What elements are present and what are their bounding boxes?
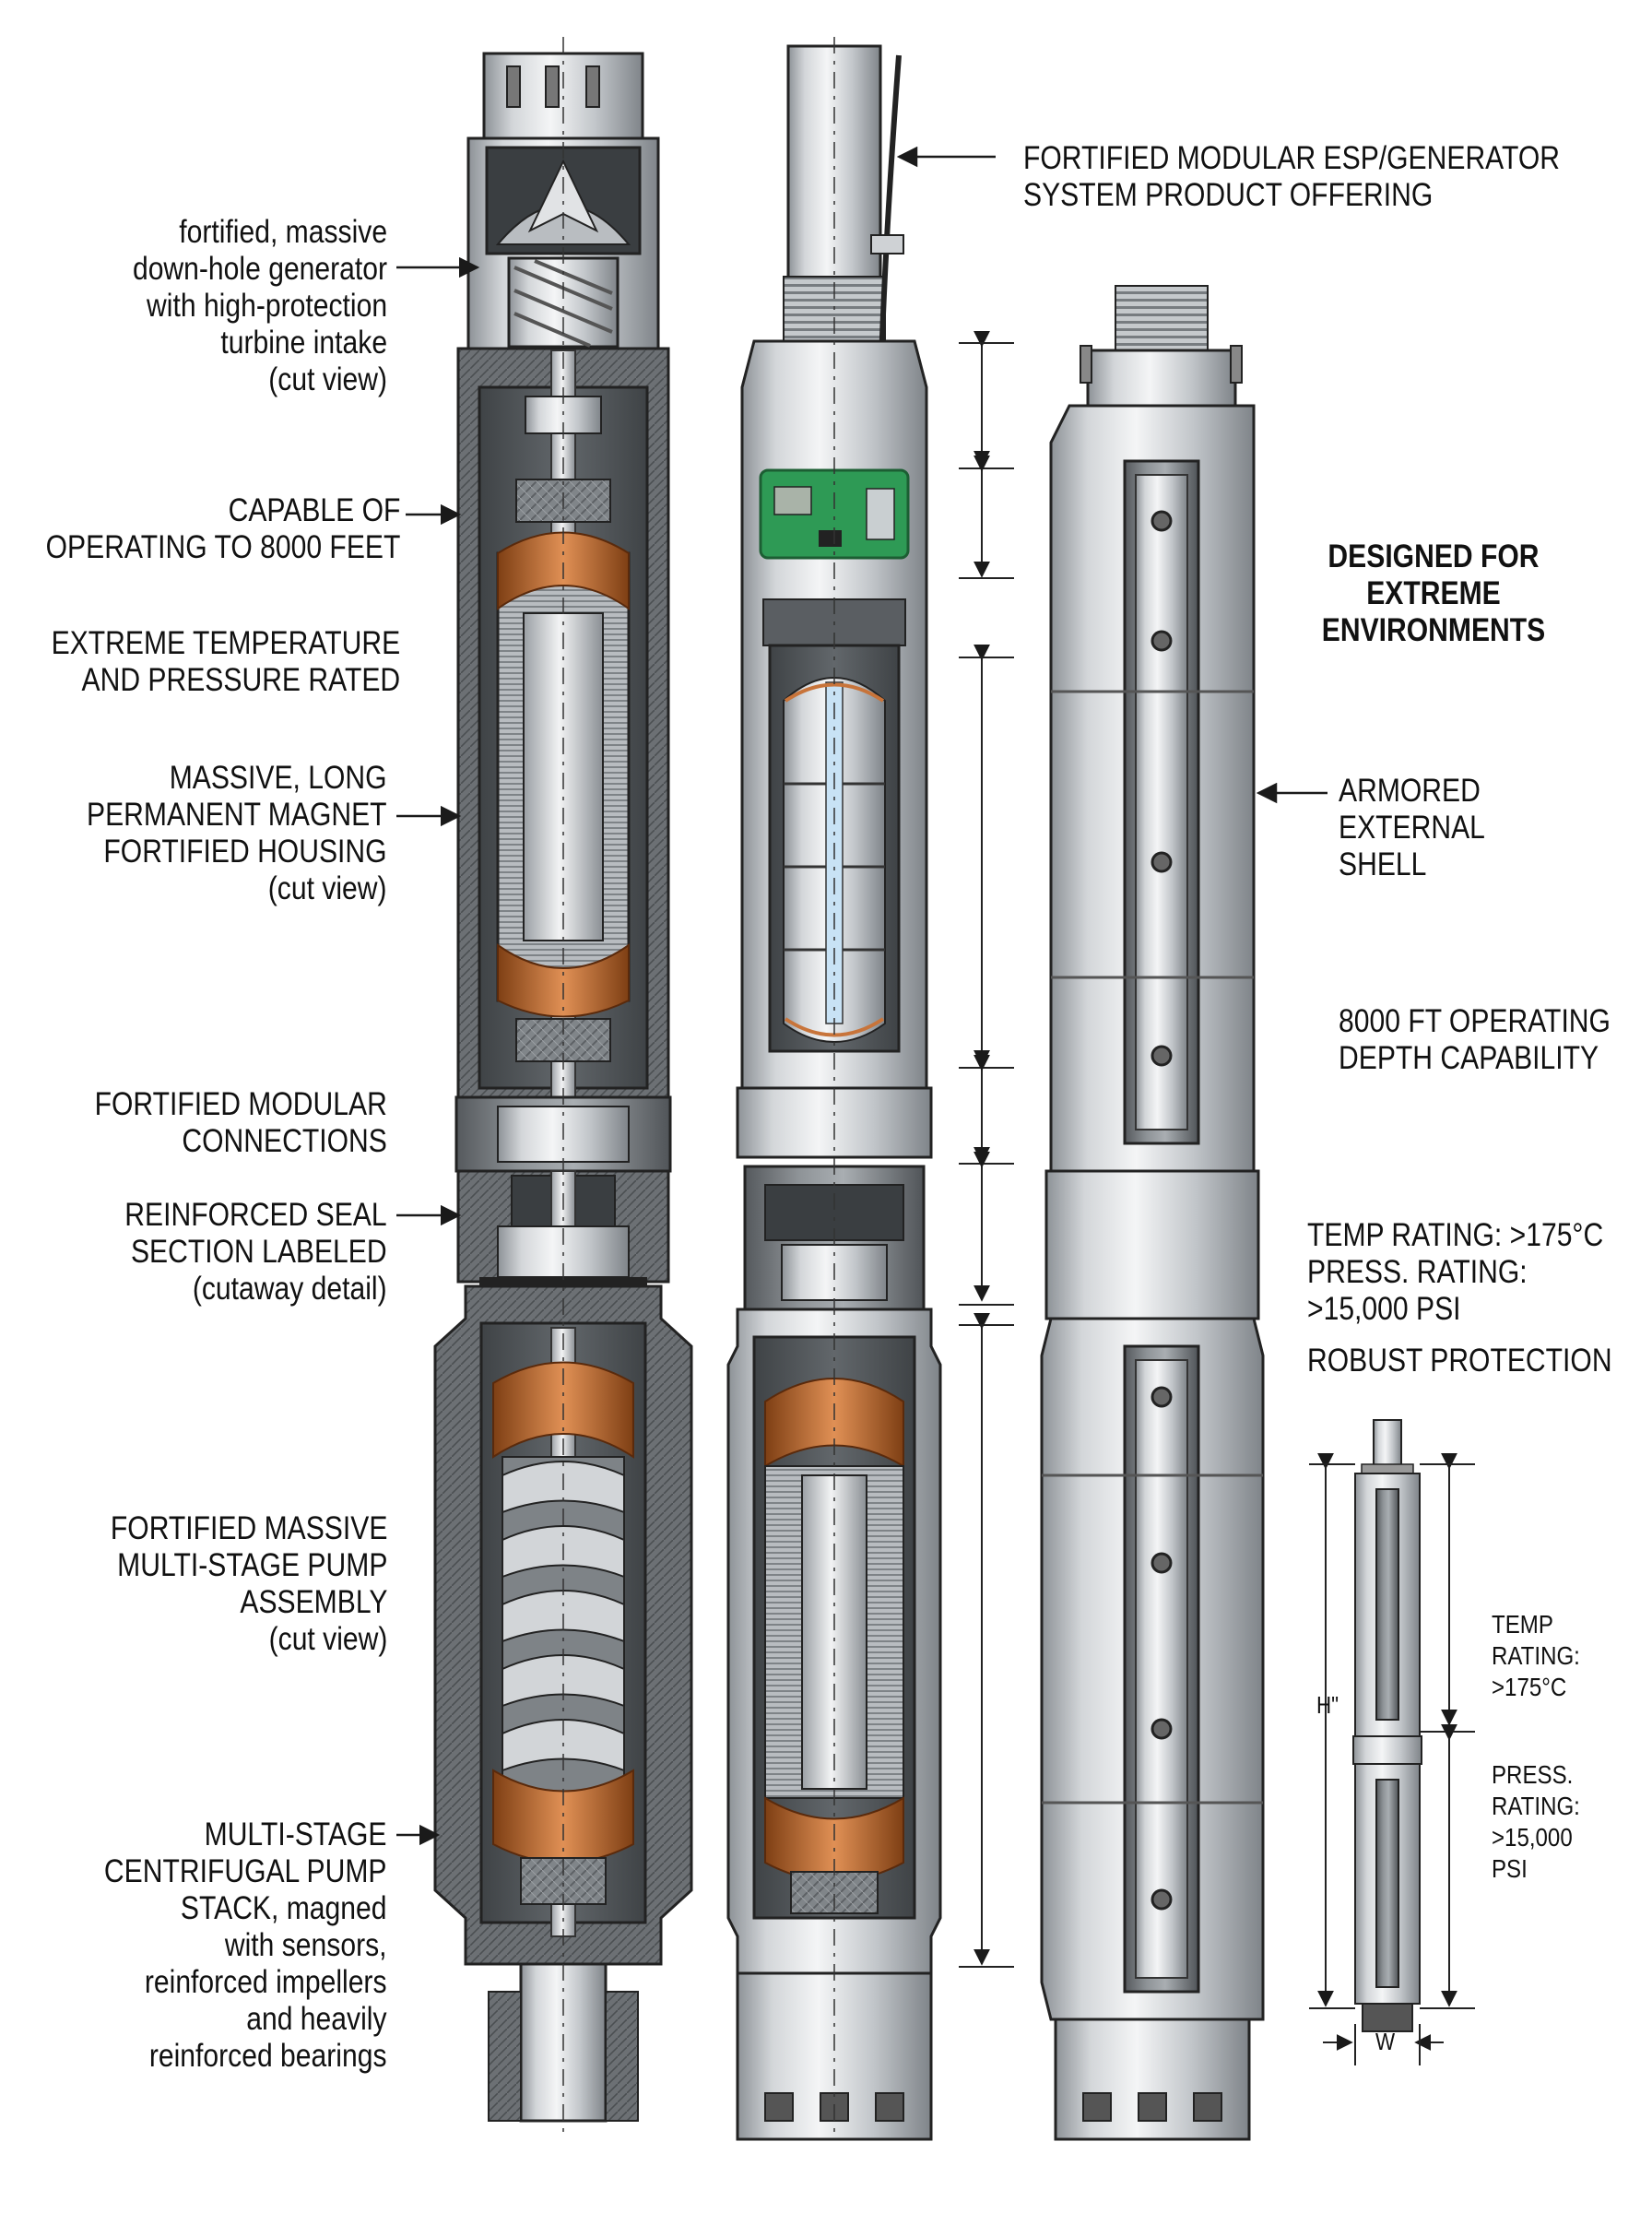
magnet-line-1: MASSIVE, LONG xyxy=(170,760,387,796)
pump-assembly-line-3: ASSEMBLY xyxy=(239,1584,387,1620)
small-inset-drawing xyxy=(1352,1419,1422,2032)
armored-line-3: SHELL xyxy=(1339,846,1427,882)
label-product-offering: FORTIFIED MODULAR ESP/GENERATOR SYSTEM P… xyxy=(1023,140,1560,214)
label-small-temp: TEMP RATING: >175°C xyxy=(1492,1609,1580,1703)
seal-line-1: REINFORCED SEAL xyxy=(124,1197,387,1233)
label-ratings: TEMP RATING: >175°C PRESS. RATING: >15,0… xyxy=(1307,1217,1603,1328)
depth-line-2: DEPTH CAPABILITY xyxy=(1339,1040,1599,1076)
label-depth: 8000 FT OPERATING DEPTH CAPABILITY xyxy=(1339,1003,1611,1077)
magnet-line-4: (cut view) xyxy=(268,870,387,906)
label-extreme-temp: EXTREME TEMPERATURE AND PRESSURE RATED xyxy=(51,625,400,699)
capable-line-2: OPERATING TO 8000 FEET xyxy=(45,529,400,565)
product-line-1: FORTIFIED MODULAR ESP/GENERATOR xyxy=(1023,140,1561,176)
small-temp-line-1: TEMP xyxy=(1492,1610,1553,1639)
small-temp-line-3: >175°C xyxy=(1492,1673,1567,1701)
seal-line-2: SECTION LABELED xyxy=(131,1234,387,1270)
pump-stack-line-5: reinforced impellers xyxy=(145,1964,387,2000)
right-armored-column xyxy=(1040,285,1265,2141)
product-line-2: SYSTEM PRODUCT OFFERING xyxy=(1023,177,1434,213)
pump-stack-line-3: STACK, magned xyxy=(181,1890,387,1926)
ratings-line-2: PRESS. RATING: xyxy=(1307,1254,1528,1290)
armored-line-1: ARMORED xyxy=(1339,773,1481,809)
dim-w-text: W xyxy=(1375,2028,1396,2055)
magnet-line-2: PERMANENT MAGNET xyxy=(87,797,387,833)
middle-rotor xyxy=(801,1474,867,1790)
pump-assembly-line-1: FORTIFIED MASSIVE xyxy=(110,1510,387,1546)
capable-line-1: CAPABLE OF xyxy=(228,492,400,528)
mid-collar xyxy=(1044,1169,1260,1320)
generator-line-1: fortified, massive xyxy=(179,214,387,250)
extreme-temp-line-1: EXTREME TEMPERATURE xyxy=(51,625,400,661)
depth-line-1: 8000 FT OPERATING xyxy=(1339,1003,1611,1039)
ratings-line-3: >15,000 PSI xyxy=(1307,1291,1461,1327)
top-thread xyxy=(1115,285,1209,361)
label-robust: ROBUST PROTECTION xyxy=(1307,1343,1612,1379)
label-capable: CAPABLE OF OPERATING TO 8000 FEET xyxy=(45,492,400,566)
designed-line-1: DESIGNED FOR xyxy=(1328,538,1540,574)
left-cutaway-column xyxy=(433,37,693,2139)
generator-line-3: with high-protection xyxy=(146,288,387,324)
magnet-line-3: FORTIFIED HOUSING xyxy=(103,834,387,870)
label-small-press: PRESS. RATING: >15,000 PSI xyxy=(1492,1759,1580,1885)
designed-line-3: ENVIRONMENTS xyxy=(1321,612,1546,648)
robust-line: ROBUST PROTECTION xyxy=(1307,1343,1612,1379)
ratings-line-1: TEMP RATING: >175°C xyxy=(1307,1217,1604,1253)
label-seal: REINFORCED SEAL SECTION LABELED (cutaway… xyxy=(125,1197,387,1308)
inset-dimension-lines xyxy=(1309,1452,1475,2065)
pump-assembly-line-2: MULTI-STAGE PUMP xyxy=(116,1547,387,1583)
small-press-line-1: PRESS. xyxy=(1492,1760,1574,1789)
label-pump-stack: MULTI-STAGE CENTRIFUGAL PUMP STACK, magn… xyxy=(104,1817,387,2075)
generator-line-5: (cut view) xyxy=(268,361,387,397)
pump-stack-line-7: reinforced bearings xyxy=(149,2038,387,2074)
generator-line-4: turbine intake xyxy=(220,325,387,361)
modular-line-2: CONNECTIONS xyxy=(182,1123,387,1159)
small-press-line-3: >15,000 xyxy=(1492,1823,1573,1852)
label-dim-h: H" xyxy=(1316,1689,1339,1721)
label-armored: ARMORED EXTERNAL SHELL xyxy=(1339,773,1485,883)
pump-assembly-line-4: (cut view) xyxy=(268,1621,387,1657)
power-cable xyxy=(878,54,902,388)
armored-line-2: EXTERNAL xyxy=(1339,810,1485,846)
label-magnet: MASSIVE, LONG PERMANENT MAGNET FORTIFIED… xyxy=(87,760,387,907)
modular-line-1: FORTIFIED MODULAR xyxy=(94,1086,387,1122)
middle-dimension-lines xyxy=(959,330,1014,1968)
label-generator: fortified, massive down-hole generator w… xyxy=(133,214,387,398)
label-designed: DESIGNED FOR EXTREME ENVIRONMENTS xyxy=(1318,538,1548,649)
small-temp-line-2: RATING: xyxy=(1492,1641,1580,1670)
small-press-line-4: PSI xyxy=(1492,1854,1528,1883)
dim-h-text: H" xyxy=(1316,1691,1339,1719)
small-press-line-2: RATING: xyxy=(1492,1792,1580,1820)
seal-line-3: (cutaway detail) xyxy=(193,1271,387,1307)
middle-cutaway-column xyxy=(726,37,942,2141)
pump-stack-line-2: CENTRIFUGAL PUMP xyxy=(104,1853,387,1889)
pump-stack-line-6: and heavily xyxy=(246,2001,387,2037)
generator-line-2: down-hole generator xyxy=(132,251,387,287)
extreme-temp-line-2: AND PRESSURE RATED xyxy=(81,662,400,698)
callout-arrows xyxy=(396,146,1328,1846)
label-modular: FORTIFIED MODULAR CONNECTIONS xyxy=(95,1086,387,1160)
lower-winding xyxy=(497,943,630,1018)
label-pump-assembly: FORTIFIED MASSIVE MULTI-STAGE PUMP ASSEM… xyxy=(111,1510,387,1658)
pump-stack-line-1: MULTI-STAGE xyxy=(205,1817,387,1852)
pump-stack-line-4: with sensors, xyxy=(225,1927,387,1963)
designed-line-2: EXTREME xyxy=(1366,575,1501,611)
label-dim-w: W xyxy=(1375,2026,1395,2057)
